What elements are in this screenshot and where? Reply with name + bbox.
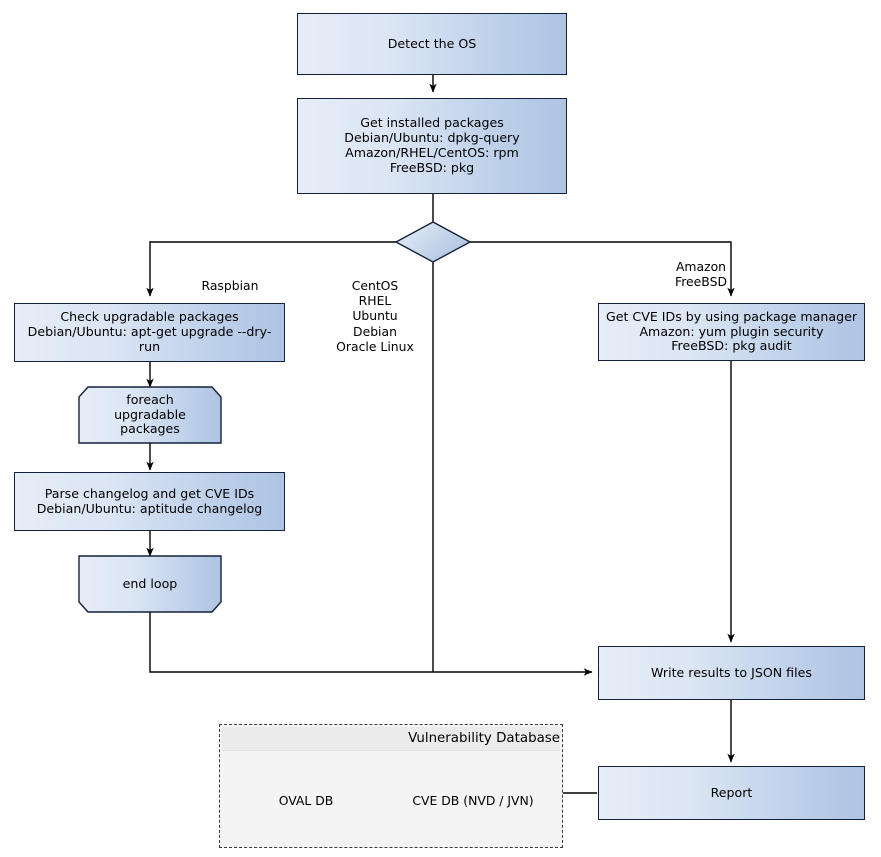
oval-db-label: OVAL DB	[278, 793, 334, 808]
node-parse-changelog-label: Parse changelog and get CVE IDs Debian/U…	[36, 485, 263, 516]
edge-label-amazon-freebsd: Amazon FreeBSD	[628, 244, 774, 289]
node-end-loop[interactable]: end loop	[79, 556, 221, 612]
edge-label-middle-distros-text: CentOS RHEL Ubuntu Debian Oracle Linux	[336, 278, 414, 354]
node-check-upgradable-packages[interactable]: Check upgradable packages Debian/Ubuntu:…	[14, 303, 285, 362]
decision-diamond	[394, 221, 472, 263]
edge-label-middle-distros: CentOS RHEL Ubuntu Debian Oracle Linux	[315, 263, 435, 354]
node-report[interactable]: Report	[598, 766, 865, 820]
node-get-installed-packages[interactable]: Get installed packages Debian/Ubuntu: dp…	[297, 98, 567, 194]
node-end-loop-label: end loop	[122, 575, 178, 591]
node-check-upgradable-packages-label: Check upgradable packages Debian/Ubuntu:…	[27, 309, 272, 354]
edge-decision-left	[146, 241, 396, 297]
node-foreach-upgradable-packages[interactable]: foreach upgradable packages	[79, 387, 221, 443]
node-write-results-to-json-label: Write results to JSON files	[651, 664, 812, 680]
cve-db-label: CVE DB (NVD / JVN)	[412, 793, 534, 808]
node-write-results-to-json[interactable]: Write results to JSON files	[598, 646, 865, 700]
vulnerability-database-title-band: Vulnerability Database	[222, 727, 560, 751]
node-detect-the-os-label: Detect the OS	[387, 35, 477, 51]
edge-decision-right	[470, 241, 735, 297]
endloop-shape	[78, 555, 222, 613]
vulnerability-database-title: Vulnerability Database	[408, 731, 560, 746]
edge-label-raspbian: Raspbian	[140, 263, 320, 293]
cve-db-label-wrap: CVE DB (NVD / JVN)	[400, 775, 546, 824]
edge-label-raspbian-text: Raspbian	[201, 278, 259, 294]
node-foreach-upgradable-packages-label: foreach upgradable packages	[114, 391, 186, 437]
node-report-label: Report	[710, 784, 753, 800]
node-parse-changelog[interactable]: Parse changelog and get CVE IDs Debian/U…	[14, 472, 285, 531]
node-get-cve-ids[interactable]: Get CVE IDs by using package manager Ama…	[598, 303, 865, 361]
edge-label-amazon-freebsd-text: Amazon FreeBSD	[675, 259, 727, 290]
foreach-shape	[78, 386, 222, 444]
edge-endloop-to-write	[149, 612, 593, 676]
node-get-cve-ids-label: Get CVE IDs by using package manager Ama…	[605, 308, 858, 354]
oval-db-label-wrap: OVAL DB	[238, 775, 374, 824]
node-get-installed-packages-label: Get installed packages Debian/Ubuntu: dp…	[344, 115, 520, 175]
node-detect-the-os[interactable]: Detect the OS	[297, 13, 567, 75]
